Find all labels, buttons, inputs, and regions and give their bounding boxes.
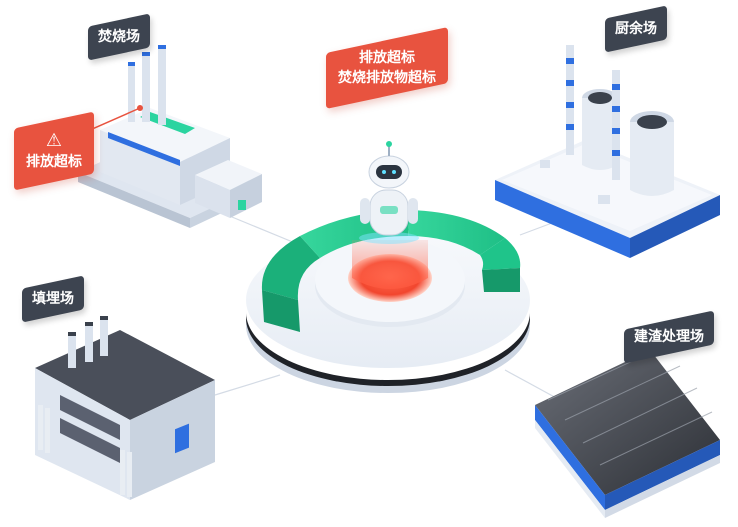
incineration-plant-icon — [78, 45, 262, 228]
robot-icon — [359, 141, 419, 244]
kitchen-waste-plant-icon — [495, 45, 720, 258]
construction-waste-plant-icon — [535, 345, 720, 518]
central-platform — [246, 141, 530, 393]
landfill-plant-icon — [35, 316, 215, 500]
warning-icon: ⚠ — [45, 130, 63, 151]
